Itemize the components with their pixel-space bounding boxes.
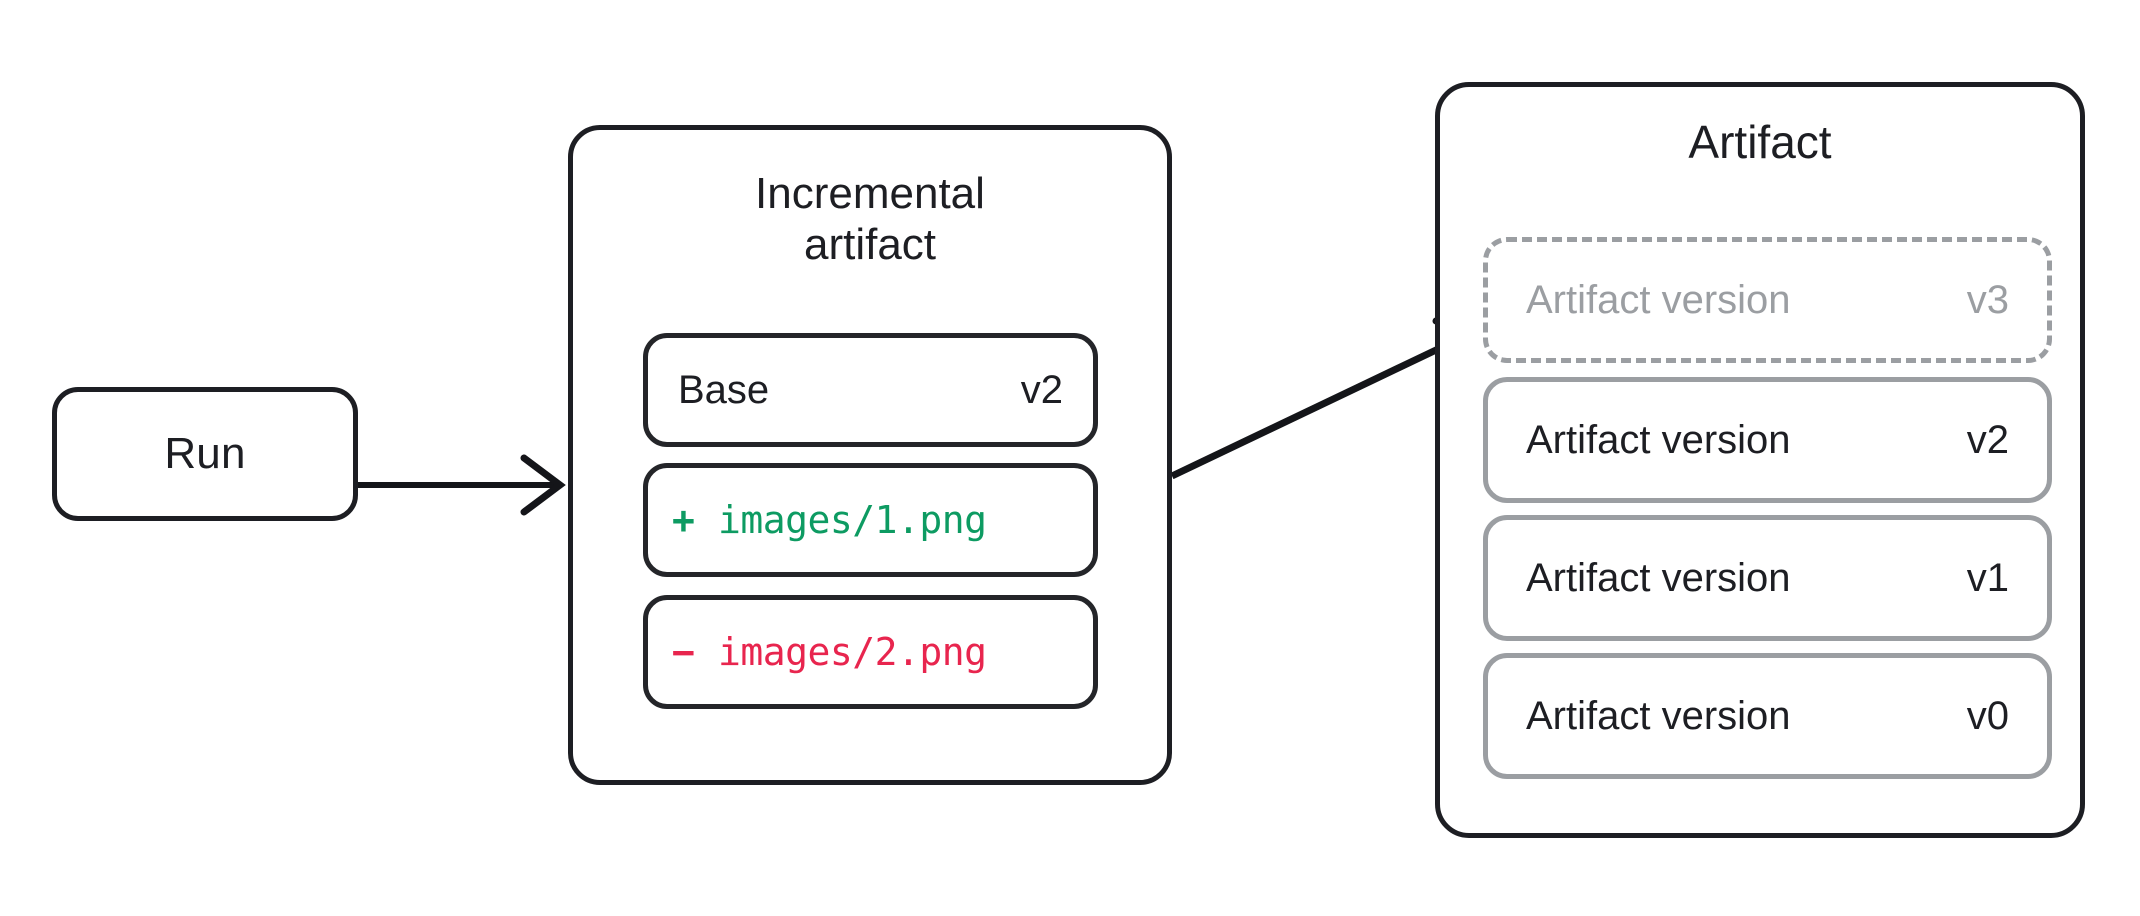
added-file-path: images/1.png bbox=[718, 498, 987, 542]
arrow-run-to-incremental bbox=[358, 454, 566, 516]
incremental-artifact-title-line2: artifact bbox=[803, 220, 937, 270]
artifact-title: Artifact bbox=[1688, 116, 1832, 168]
artifact-version-label-v3: Artifact version bbox=[1526, 277, 1791, 322]
base-row-version: v2 bbox=[1020, 367, 1063, 412]
artifact-version-row-v0[interactable]: Artifact version v0 bbox=[1483, 653, 2052, 779]
run-node[interactable]: Run bbox=[52, 387, 358, 521]
artifact-version-label-v1: Artifact version bbox=[1526, 555, 1791, 600]
artifact-version-value-v0: v0 bbox=[1966, 693, 2009, 738]
artifact-version-value-v1: v1 bbox=[1966, 555, 2009, 600]
added-file-row[interactable]: + images/1.png bbox=[643, 463, 1098, 577]
removed-file-row[interactable]: − images/2.png bbox=[643, 595, 1098, 709]
artifact-version-row-v3[interactable]: Artifact version v3 bbox=[1483, 237, 2052, 363]
artifact-version-label-v0: Artifact version bbox=[1526, 693, 1791, 738]
incremental-artifact-panel[interactable]: Incremental artifact Base v2 + images/1.… bbox=[568, 125, 1172, 785]
artifact-version-label-v2: Artifact version bbox=[1526, 417, 1791, 462]
incremental-artifact-title-line1: Incremental bbox=[755, 169, 985, 218]
run-label: Run bbox=[164, 429, 246, 478]
artifact-version-value-v3: v3 bbox=[1966, 277, 2009, 322]
base-row-label: Base bbox=[678, 367, 770, 412]
minus-icon: − bbox=[672, 630, 695, 674]
base-row[interactable]: Base v2 bbox=[643, 333, 1098, 447]
artifact-version-value-v2: v2 bbox=[1966, 417, 2009, 462]
incremental-artifact-title: Incremental artifact bbox=[573, 168, 1167, 271]
artifact-version-row-v2[interactable]: Artifact version v2 bbox=[1483, 377, 2052, 503]
artifact-panel[interactable]: Artifact Artifact version v3 Artifact ve… bbox=[1435, 82, 2085, 838]
removed-file-path: images/2.png bbox=[718, 630, 987, 674]
plus-icon: + bbox=[672, 498, 695, 542]
artifact-version-row-v1[interactable]: Artifact version v1 bbox=[1483, 515, 2052, 641]
